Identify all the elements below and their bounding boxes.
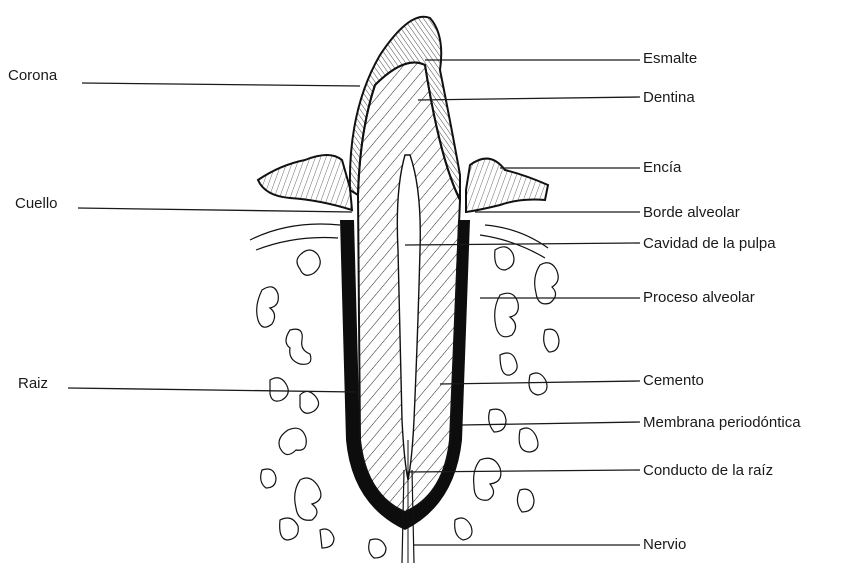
label-dentina: Dentina [643,89,695,106]
label-conducto-raiz: Conducto de la raíz [643,462,773,479]
label-cuello: Cuello [15,195,58,212]
label-corona: Corona [8,67,58,84]
label-cemento: Cemento [643,372,704,389]
label-esmalte: Esmalte [643,50,697,67]
label-raiz: Raiz [18,375,48,392]
label-borde-alveolar: Borde alveolar [643,204,740,221]
label-nervio: Nervio [643,536,686,553]
label-membrana-periodontica: Membrana periodóntica [643,414,801,431]
label-proceso-alveolar: Proceso alveolar [643,289,755,306]
label-encia: Encía [643,159,682,176]
label-cavidad-pulpa: Cavidad de la pulpa [643,235,776,252]
